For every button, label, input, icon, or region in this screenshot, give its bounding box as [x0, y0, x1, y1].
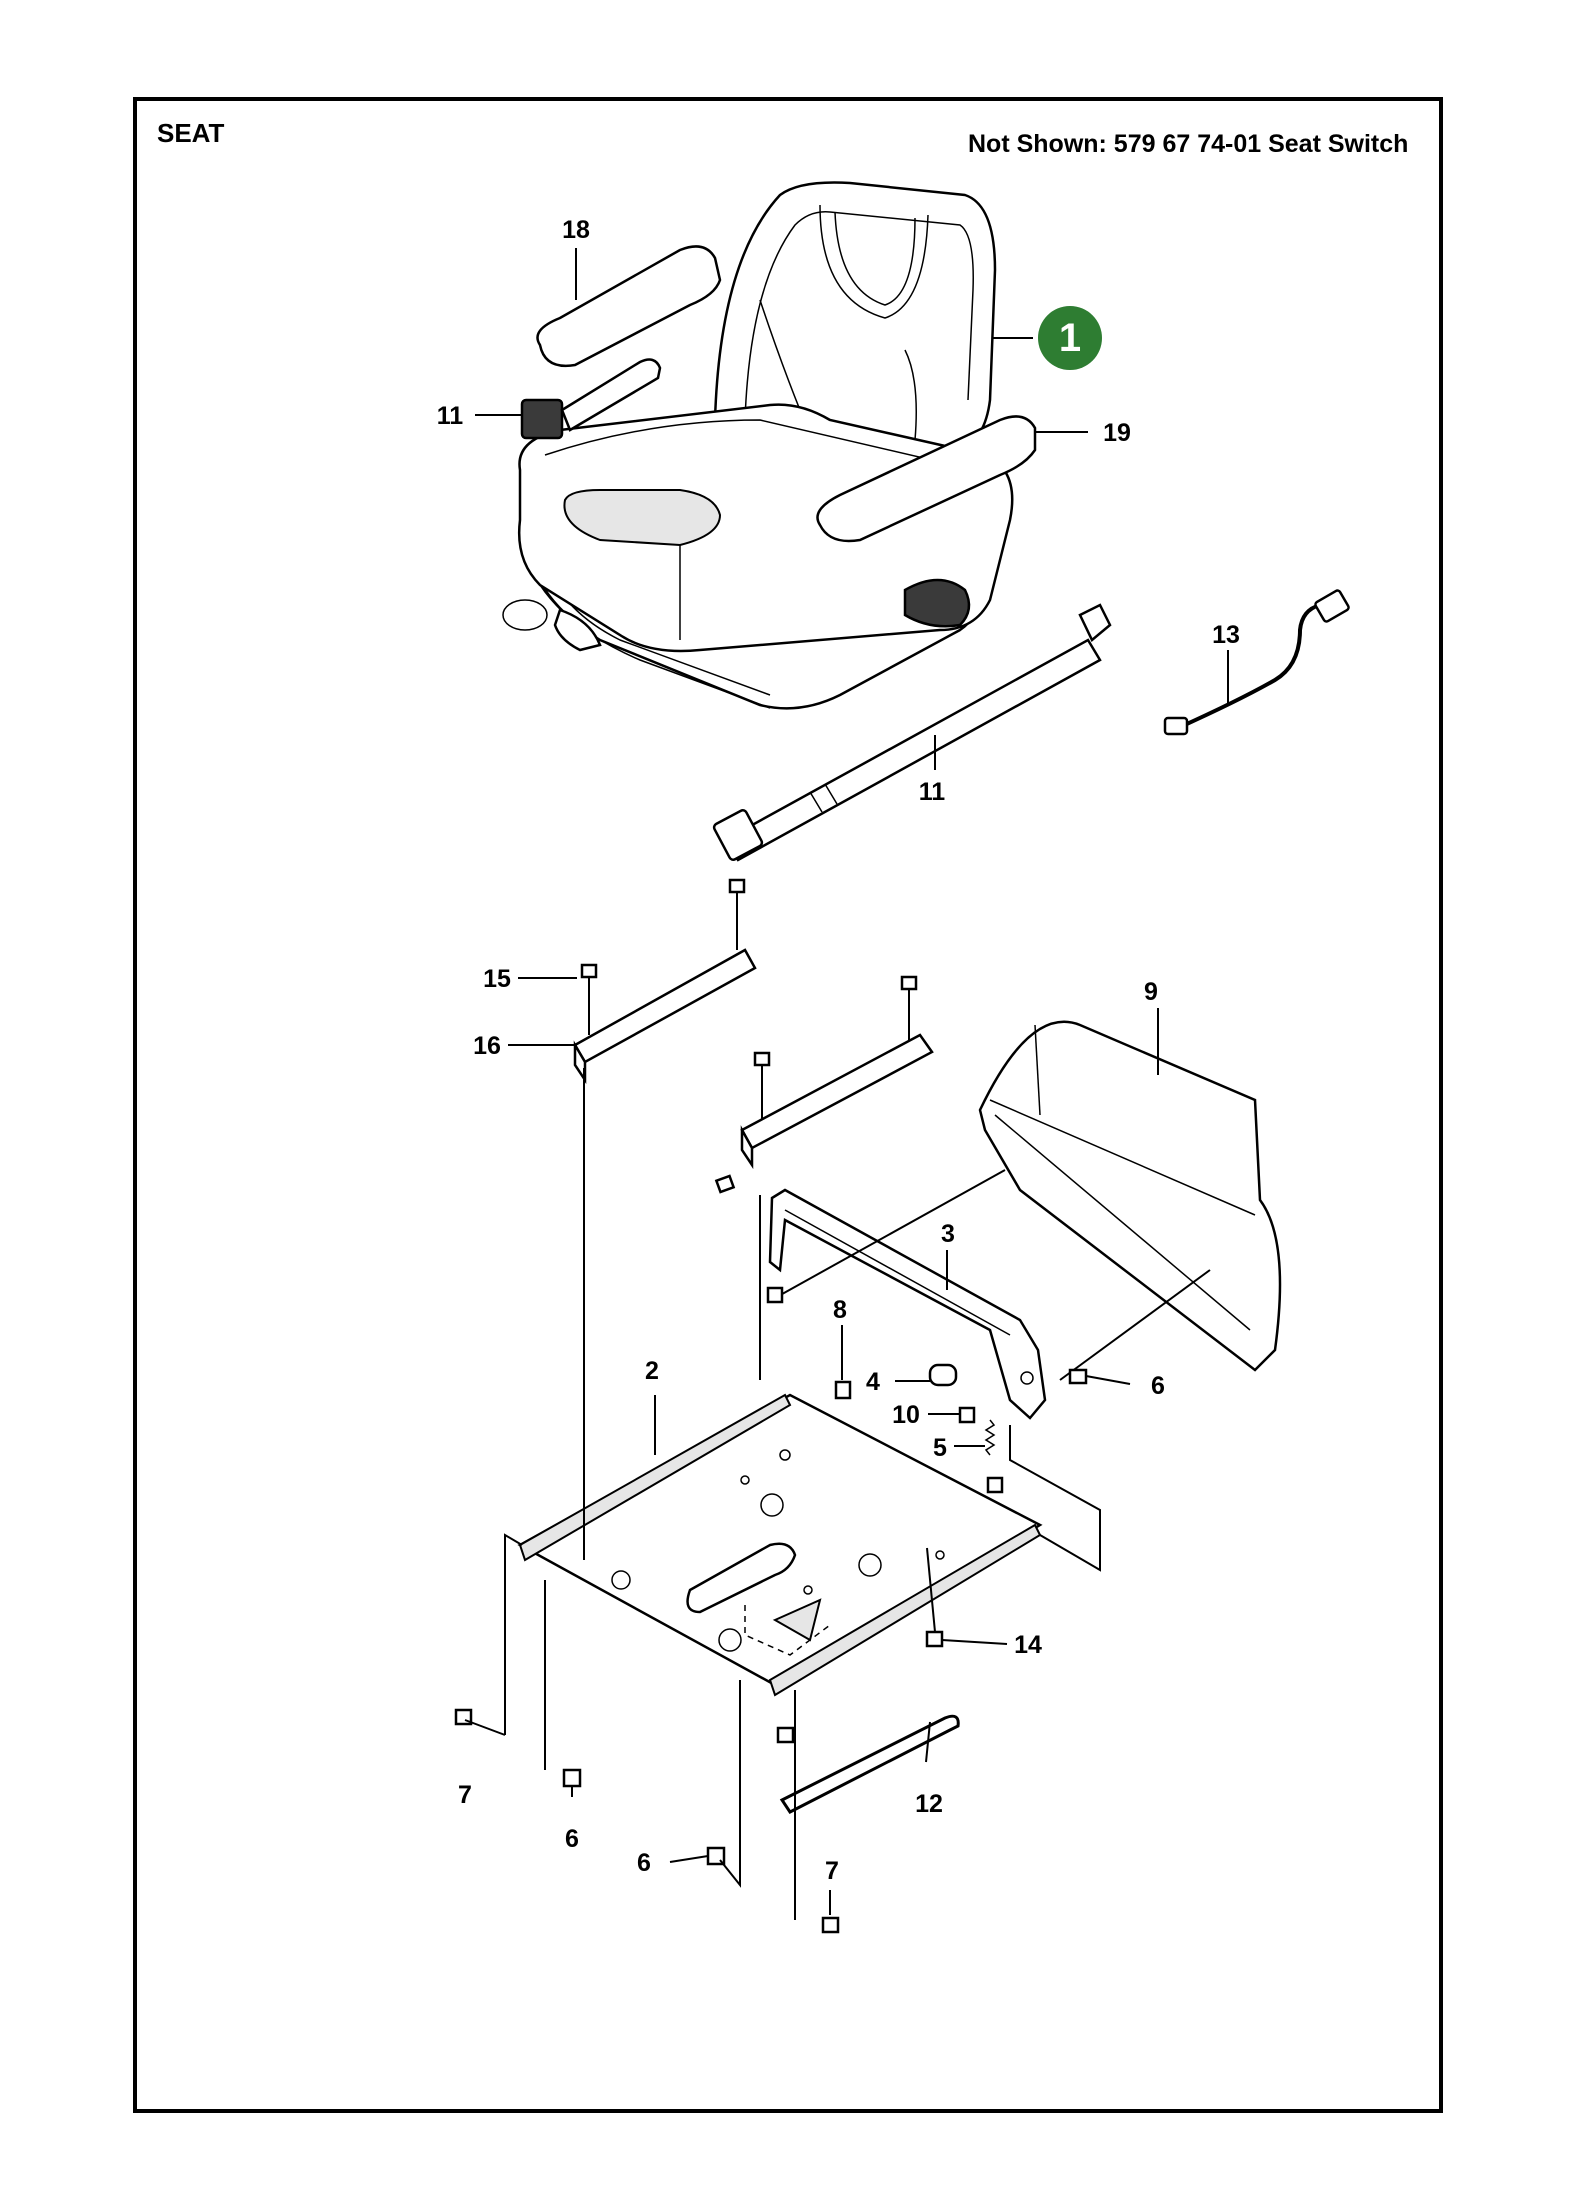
- callout-10: 10: [892, 1401, 920, 1429]
- callout-6-right: 6: [1151, 1372, 1165, 1400]
- callout-18: 18: [562, 216, 590, 244]
- callout-13: 13: [1212, 621, 1240, 649]
- hardware-items[interactable]: [454, 1174, 1088, 1934]
- callout-6-bottom: 6: [637, 1849, 651, 1877]
- callout-labels: 18 11 19 13 11 15 16 9 3 8 4 10 5 6 2 14…: [437, 216, 1240, 1885]
- callout-16: 16: [473, 1032, 501, 1060]
- wire-harness[interactable]: [1163, 589, 1350, 736]
- callout-7-left: 7: [458, 1781, 472, 1809]
- seat-assembly[interactable]: [502, 181, 1037, 710]
- callout-5: 5: [933, 1434, 947, 1462]
- callout-11-strap: 11: [919, 778, 946, 806]
- seat-pan-cover[interactable]: [978, 1020, 1282, 1372]
- seat-bracket[interactable]: [768, 1169, 1211, 1420]
- callout-6-left: 6: [565, 1825, 579, 1853]
- callout-2: 2: [645, 1357, 659, 1385]
- callout-1: 1: [1059, 316, 1081, 360]
- callout-4: 4: [866, 1368, 880, 1396]
- bolts[interactable]: [580, 878, 918, 1120]
- spacer-bars[interactable]: [573, 948, 934, 1170]
- callout-8: 8: [833, 1296, 847, 1324]
- seat-base-plate[interactable]: [517, 1393, 1043, 1697]
- callout-11-buckle: 11: [437, 402, 464, 430]
- callout-7-bottom: 7: [825, 1857, 839, 1885]
- seat-belt-strap[interactable]: [712, 603, 1112, 862]
- section-title: SEAT: [157, 118, 225, 148]
- callout-19: 19: [1103, 419, 1131, 447]
- callout-3: 3: [941, 1220, 955, 1248]
- callout-14: 14: [1014, 1631, 1042, 1659]
- callout-12: 12: [915, 1790, 943, 1818]
- drawing-frame: [133, 97, 1443, 2113]
- not-shown-note: Not Shown: 579 67 74-01 Seat Switch: [968, 130, 1409, 158]
- callout-9: 9: [1144, 978, 1158, 1006]
- callout-15: 15: [483, 965, 511, 993]
- leader-lines: [464, 248, 1229, 1920]
- callout-badge[interactable]: [1038, 306, 1102, 370]
